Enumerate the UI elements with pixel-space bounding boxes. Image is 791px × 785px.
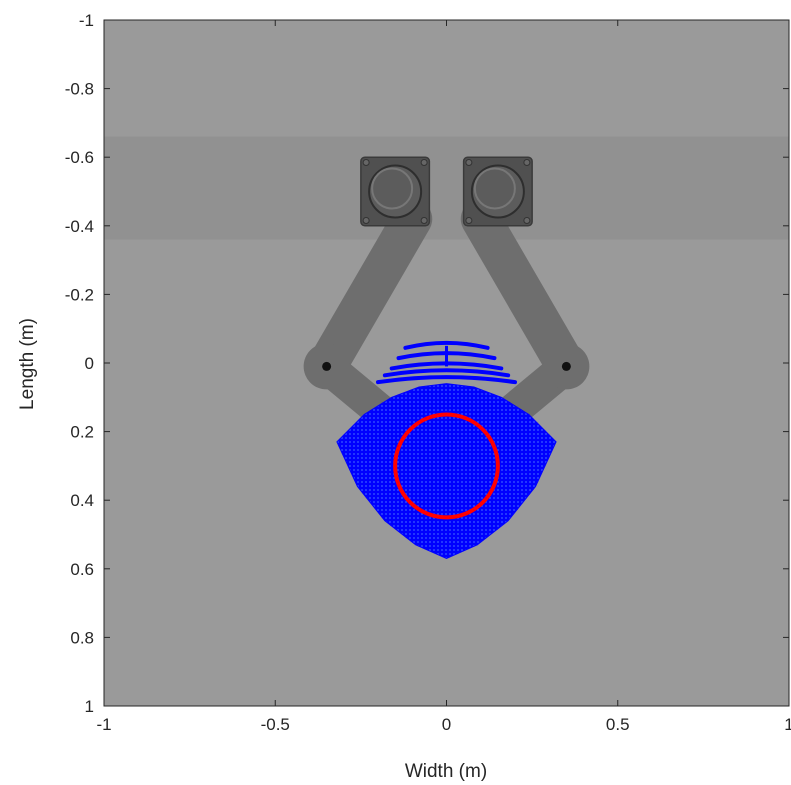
- motor-screw: [465, 217, 473, 224]
- x-tick-label: 0: [442, 715, 451, 734]
- x-tick-label: -1: [96, 715, 111, 734]
- upper-arm: [460, 198, 587, 387]
- workspace-region: [336, 383, 557, 560]
- y-tick-label: 0.4: [70, 491, 94, 510]
- y-tick-label: -0.8: [65, 80, 94, 99]
- motor-rim: [473, 167, 516, 210]
- mount-band: [104, 136, 789, 240]
- y-tick-label: 0.2: [70, 423, 94, 442]
- y-tick-label: 0.6: [70, 560, 94, 579]
- motor-screw: [362, 159, 370, 166]
- y-tick-label: 0: [85, 354, 94, 373]
- data-layer: [336, 340, 557, 560]
- motor-screw: [362, 217, 370, 224]
- motor-shaft: [470, 164, 525, 219]
- y-tick-label: -0.6: [65, 148, 94, 167]
- y-tick-label: 0.8: [70, 628, 94, 647]
- y-axis-label: Length (m): [17, 318, 38, 410]
- upper-arm: [306, 198, 433, 387]
- motor: [360, 156, 431, 227]
- x-tick-label: 1: [784, 715, 791, 734]
- elbow-pin: [561, 361, 571, 371]
- motor-shaft: [368, 164, 423, 219]
- workspace-arc: [376, 375, 517, 385]
- x-tick-label: 0.5: [606, 715, 630, 734]
- motor: [462, 156, 533, 227]
- motor-screw: [523, 217, 531, 224]
- y-tick-label: 1: [85, 697, 94, 716]
- y-tick-label: -0.2: [65, 285, 94, 304]
- motor-screw: [420, 159, 428, 166]
- workspace-arc: [382, 368, 511, 378]
- y-tick-label: -0.4: [65, 217, 94, 236]
- x-axis-label: Width (m): [405, 761, 487, 782]
- x-tick-label: -0.5: [261, 715, 290, 734]
- motor-screw: [465, 159, 473, 166]
- y-tick-label: -1: [79, 11, 94, 30]
- elbow-pin: [322, 361, 332, 371]
- motor-screw: [523, 159, 531, 166]
- workspace-arc: [403, 340, 490, 350]
- motor-screw: [420, 217, 428, 224]
- motor-rim: [371, 167, 414, 210]
- plot-area: [104, 20, 789, 706]
- target-circle: [393, 412, 500, 520]
